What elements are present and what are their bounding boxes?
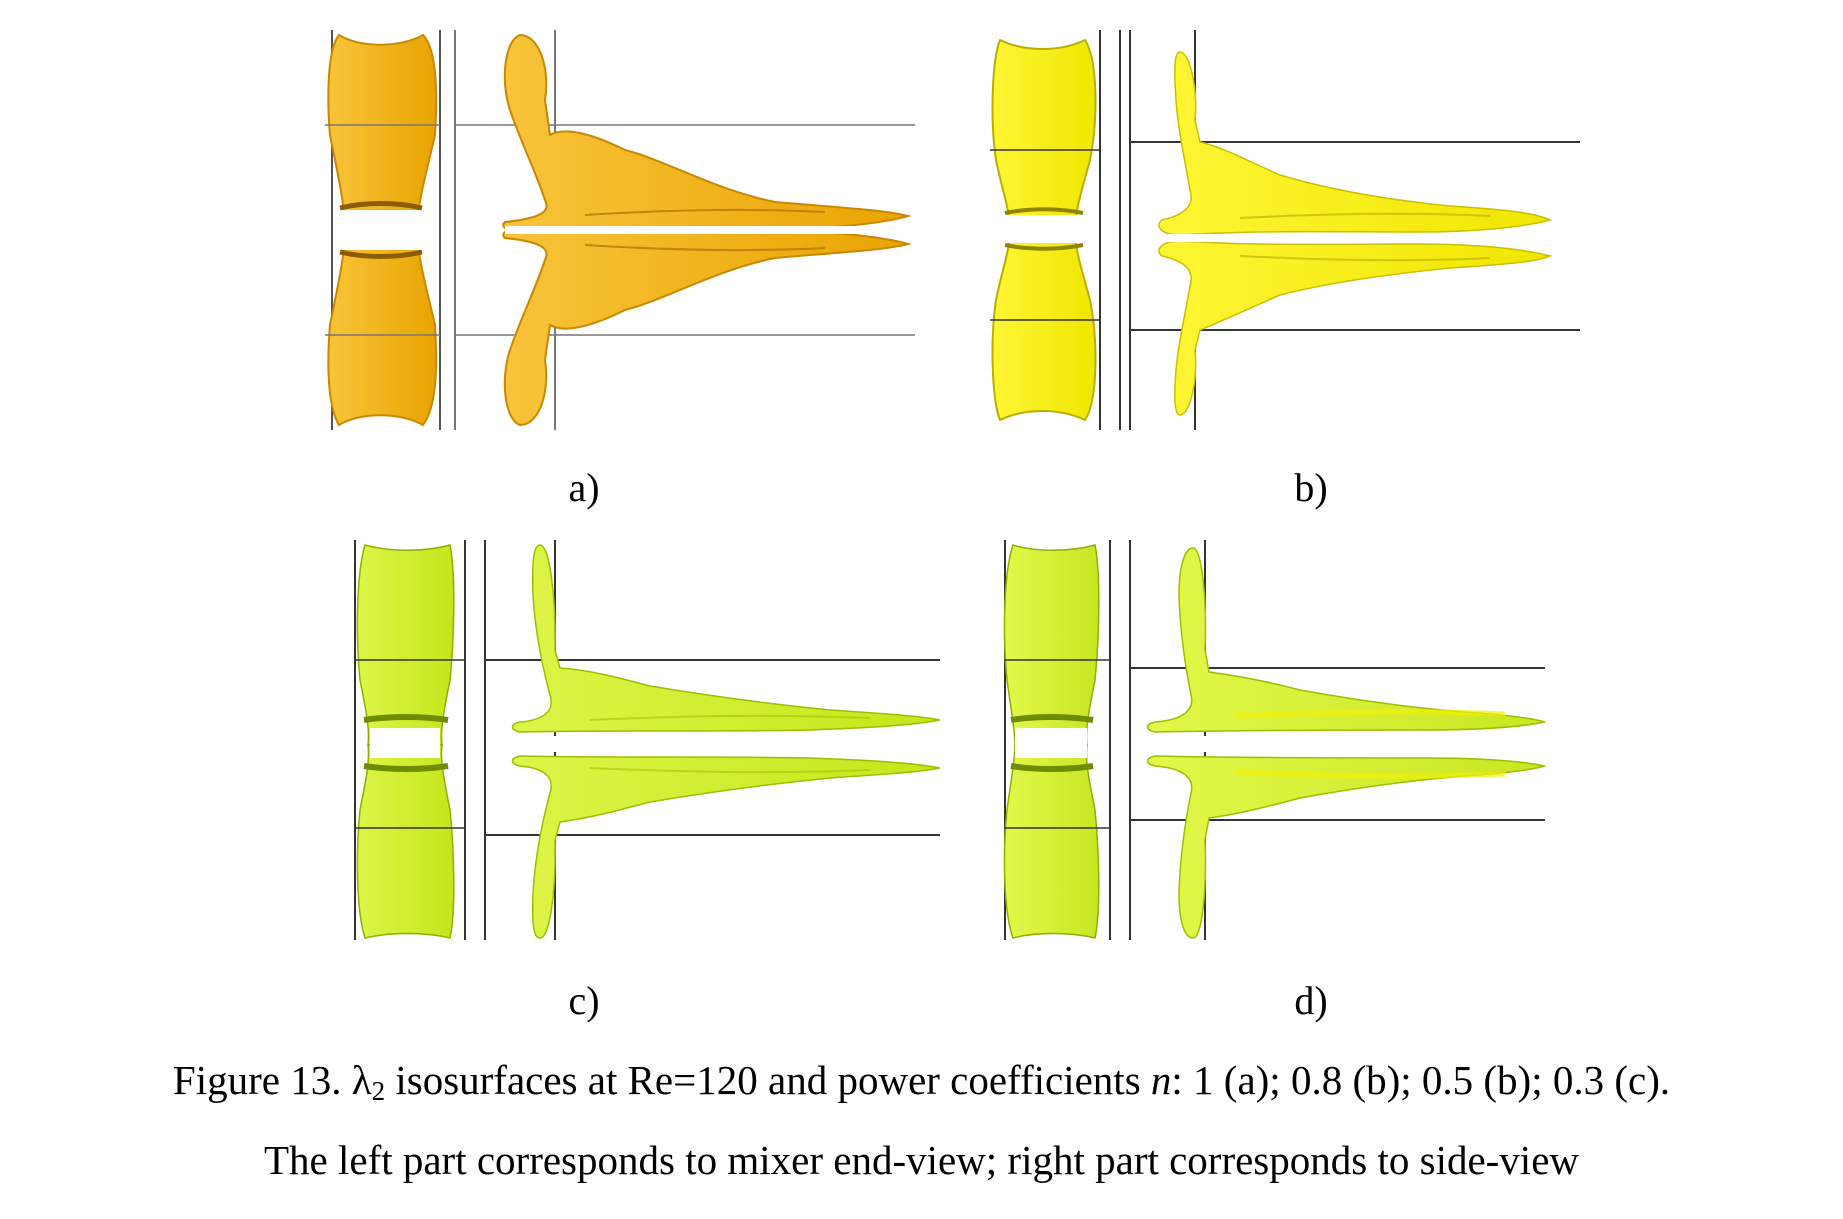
- isosurface-plot-c: [354, 540, 941, 940]
- side-view-a: [455, 33, 915, 427]
- figure-panel-d: [995, 540, 1585, 950]
- end-view-b: [990, 30, 1121, 430]
- isosurface-plot-b: [990, 30, 1580, 430]
- side-view-lower-blade: [1158, 240, 1553, 416]
- side-view-upper-blade: [511, 544, 941, 733]
- end-view-a: [325, 30, 441, 430]
- side-view-lower-blade: [1146, 755, 1546, 939]
- figure-panel-c: [350, 540, 941, 950]
- isosurface-plot-a: [325, 30, 915, 430]
- side-view-lower-blade: [511, 755, 941, 939]
- figure-caption-line-1: Figure 13. λ2 isosurfaces at Re=120 and …: [0, 1060, 1843, 1105]
- panel-label-c: c): [568, 978, 600, 1023]
- figure-panel-b: [990, 30, 1580, 430]
- side-view-b: [1130, 51, 1580, 416]
- side-view-lower-blade: [502, 226, 912, 427]
- end-view-lower-lobe: [327, 229, 438, 427]
- panel-label-b: b): [1294, 465, 1328, 510]
- side-view-d: [1130, 547, 1555, 939]
- end-view-c: [354, 540, 486, 940]
- side-view-upper-blade: [1146, 547, 1546, 733]
- end-view-d: [1003, 540, 1131, 940]
- end-view-lower-lobe: [356, 744, 455, 939]
- figure-caption-line-2: The left part corresponds to mixer end-v…: [263, 1137, 1580, 1183]
- panel-label-a: a): [568, 465, 600, 510]
- lambda-symbol: λ2: [351, 1057, 386, 1106]
- figure-panel-a: [325, 30, 915, 430]
- end-view-lower-lobe: [1003, 744, 1100, 939]
- end-view-upper-lobe: [327, 33, 438, 231]
- isosurface-plot-d: [1003, 540, 1555, 940]
- caption-text-a: isosurfaces at Re=120 and power coeffici…: [395, 1057, 1141, 1103]
- side-view-upper-blade: [502, 33, 912, 234]
- caption-variable: n: [1150, 1057, 1172, 1103]
- panel-label-d: d): [1294, 978, 1328, 1023]
- figure-number: Figure 13.: [172, 1057, 342, 1103]
- end-view-lower-lobe: [991, 229, 1097, 422]
- side-view-upper-blade: [1158, 51, 1553, 236]
- end-view-upper-lobe: [991, 38, 1097, 231]
- caption-text-b: : 1 (a); 0.8 (b); 0.5 (b); 0.3 (c).: [1171, 1057, 1671, 1103]
- side-view-c: [485, 544, 941, 939]
